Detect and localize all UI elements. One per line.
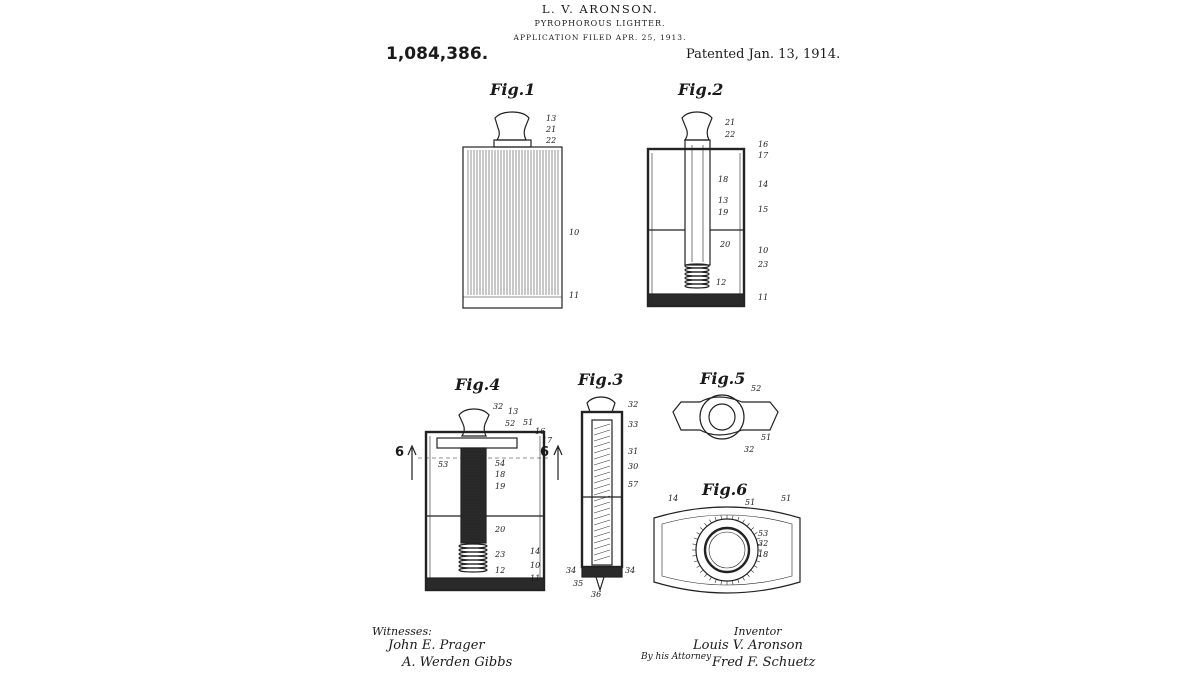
fig3-cartridge-section [580,396,624,593]
fig2-ref: 18 [718,175,729,184]
fig3-ref: 31 [628,447,639,456]
application-filed-date: APPLICATION FILED APR. 25, 1913. [513,33,687,42]
fig2-ref: 16 [758,140,769,149]
fig3-ref: 35 [573,579,584,588]
fig4-ref: 19 [495,482,506,491]
fig2-ref: 14 [758,180,769,189]
fig4-ref: 18 [495,470,506,479]
fig4-ref: 52 [505,419,516,428]
fig6-section-top-view [653,506,801,594]
fig1-cylinder-shading [467,150,559,295]
fig3-ref: 34 [625,566,636,575]
fig1-ref: 11 [569,291,580,300]
witness-signature: A. Werden Gibbs [402,655,513,670]
fig4-ref: 53 [438,460,449,469]
fig3-ref: 36 [591,590,602,599]
fig2-ref: 12 [716,278,727,287]
fig1-lighter-exterior [462,111,563,309]
fig2-ref: 23 [758,260,769,269]
fig3-flint-hatching [593,423,611,562]
attorney-signature: Fred F. Schuetz [712,655,816,670]
fig2-ref: 19 [718,208,729,217]
fig1-label: Fig.1 [490,80,536,99]
patent-number: 1,084,386. [386,44,489,64]
inventor-signature: Louis V. Aronson [693,638,803,653]
fig4-label: Fig.4 [455,375,501,394]
witnesses-caption: Witnesses: [372,625,432,638]
fig4-ref: 20 [495,525,506,534]
fig3-ref: 30 [628,462,639,471]
fig4-ref: 11 [530,574,541,583]
fig4-ref: 32 [493,402,504,411]
fig2-ref: 21 [725,118,736,127]
section-mark-right: 6 [540,445,550,460]
fig6-ref: 18 [758,550,769,559]
fig2-ref: 20 [720,240,731,249]
fig4-rod-hatching [463,451,484,540]
fig1-ref: 13 [546,114,557,123]
inventor-caption: Inventor [734,625,782,638]
fig2-ref: 17 [758,151,769,160]
fig2-label: Fig.2 [678,80,724,99]
fig3-ref: 57 [628,480,639,489]
by-attorney-caption: By his Attorney [641,652,712,662]
fig3-ref: 34 [566,566,577,575]
fig2-spring [684,263,710,289]
fig4-ref: 12 [495,566,506,575]
fig4-ref: 51 [523,418,534,427]
fig2-ref: 22 [725,130,736,139]
fig4-ref: 10 [530,561,541,570]
fig4-lighter-section [407,408,563,592]
fig6-ref: 51 [745,498,756,507]
fig4-ref: 13 [508,407,519,416]
witness-signature: John E. Prager [388,638,485,653]
fig5-top-view [672,394,779,440]
fig6-ref: 14 [668,494,679,503]
fig6-label: Fig.6 [702,480,748,499]
patent-date: Patented Jan. 13, 1914. [686,47,841,62]
fig6-ref: 53 [758,529,769,538]
fig2-lighter-section [646,111,746,308]
fig5-ref: 51 [761,433,772,442]
fig5-ref: 52 [751,384,762,393]
fig4-ref: 14 [530,547,541,556]
fig2-ref: 10 [758,246,769,255]
fig4-ref: 23 [495,550,506,559]
fig3-label: Fig.3 [578,370,624,389]
section-mark-left: 6 [395,445,405,460]
fig6-ref: 51 [781,494,792,503]
fig5-ref: 32 [744,445,755,454]
fig2-ref: 13 [718,196,729,205]
fig2-ref: 15 [758,205,769,214]
fig2-ref: 11 [758,293,769,302]
fig3-ref: 32 [628,400,639,409]
fig1-ref: 21 [546,125,557,134]
fig4-ref: 54 [495,459,506,468]
fig6-ref: 32 [758,539,769,548]
fig6-wheel-teeth [692,515,762,585]
fig1-ref: 10 [569,228,580,237]
inventor-name-header: L. V. ARONSON. [541,2,659,16]
fig3-ref: 33 [628,420,639,429]
fig1-ref: 22 [546,136,557,145]
fig4-ref: 16 [535,427,546,436]
invention-title: PYROPHOROUS LIGHTER. [534,19,666,28]
fig4-spring [458,543,488,573]
fig5-label: Fig.5 [700,369,746,388]
fig4-ref: 17 [542,436,553,445]
